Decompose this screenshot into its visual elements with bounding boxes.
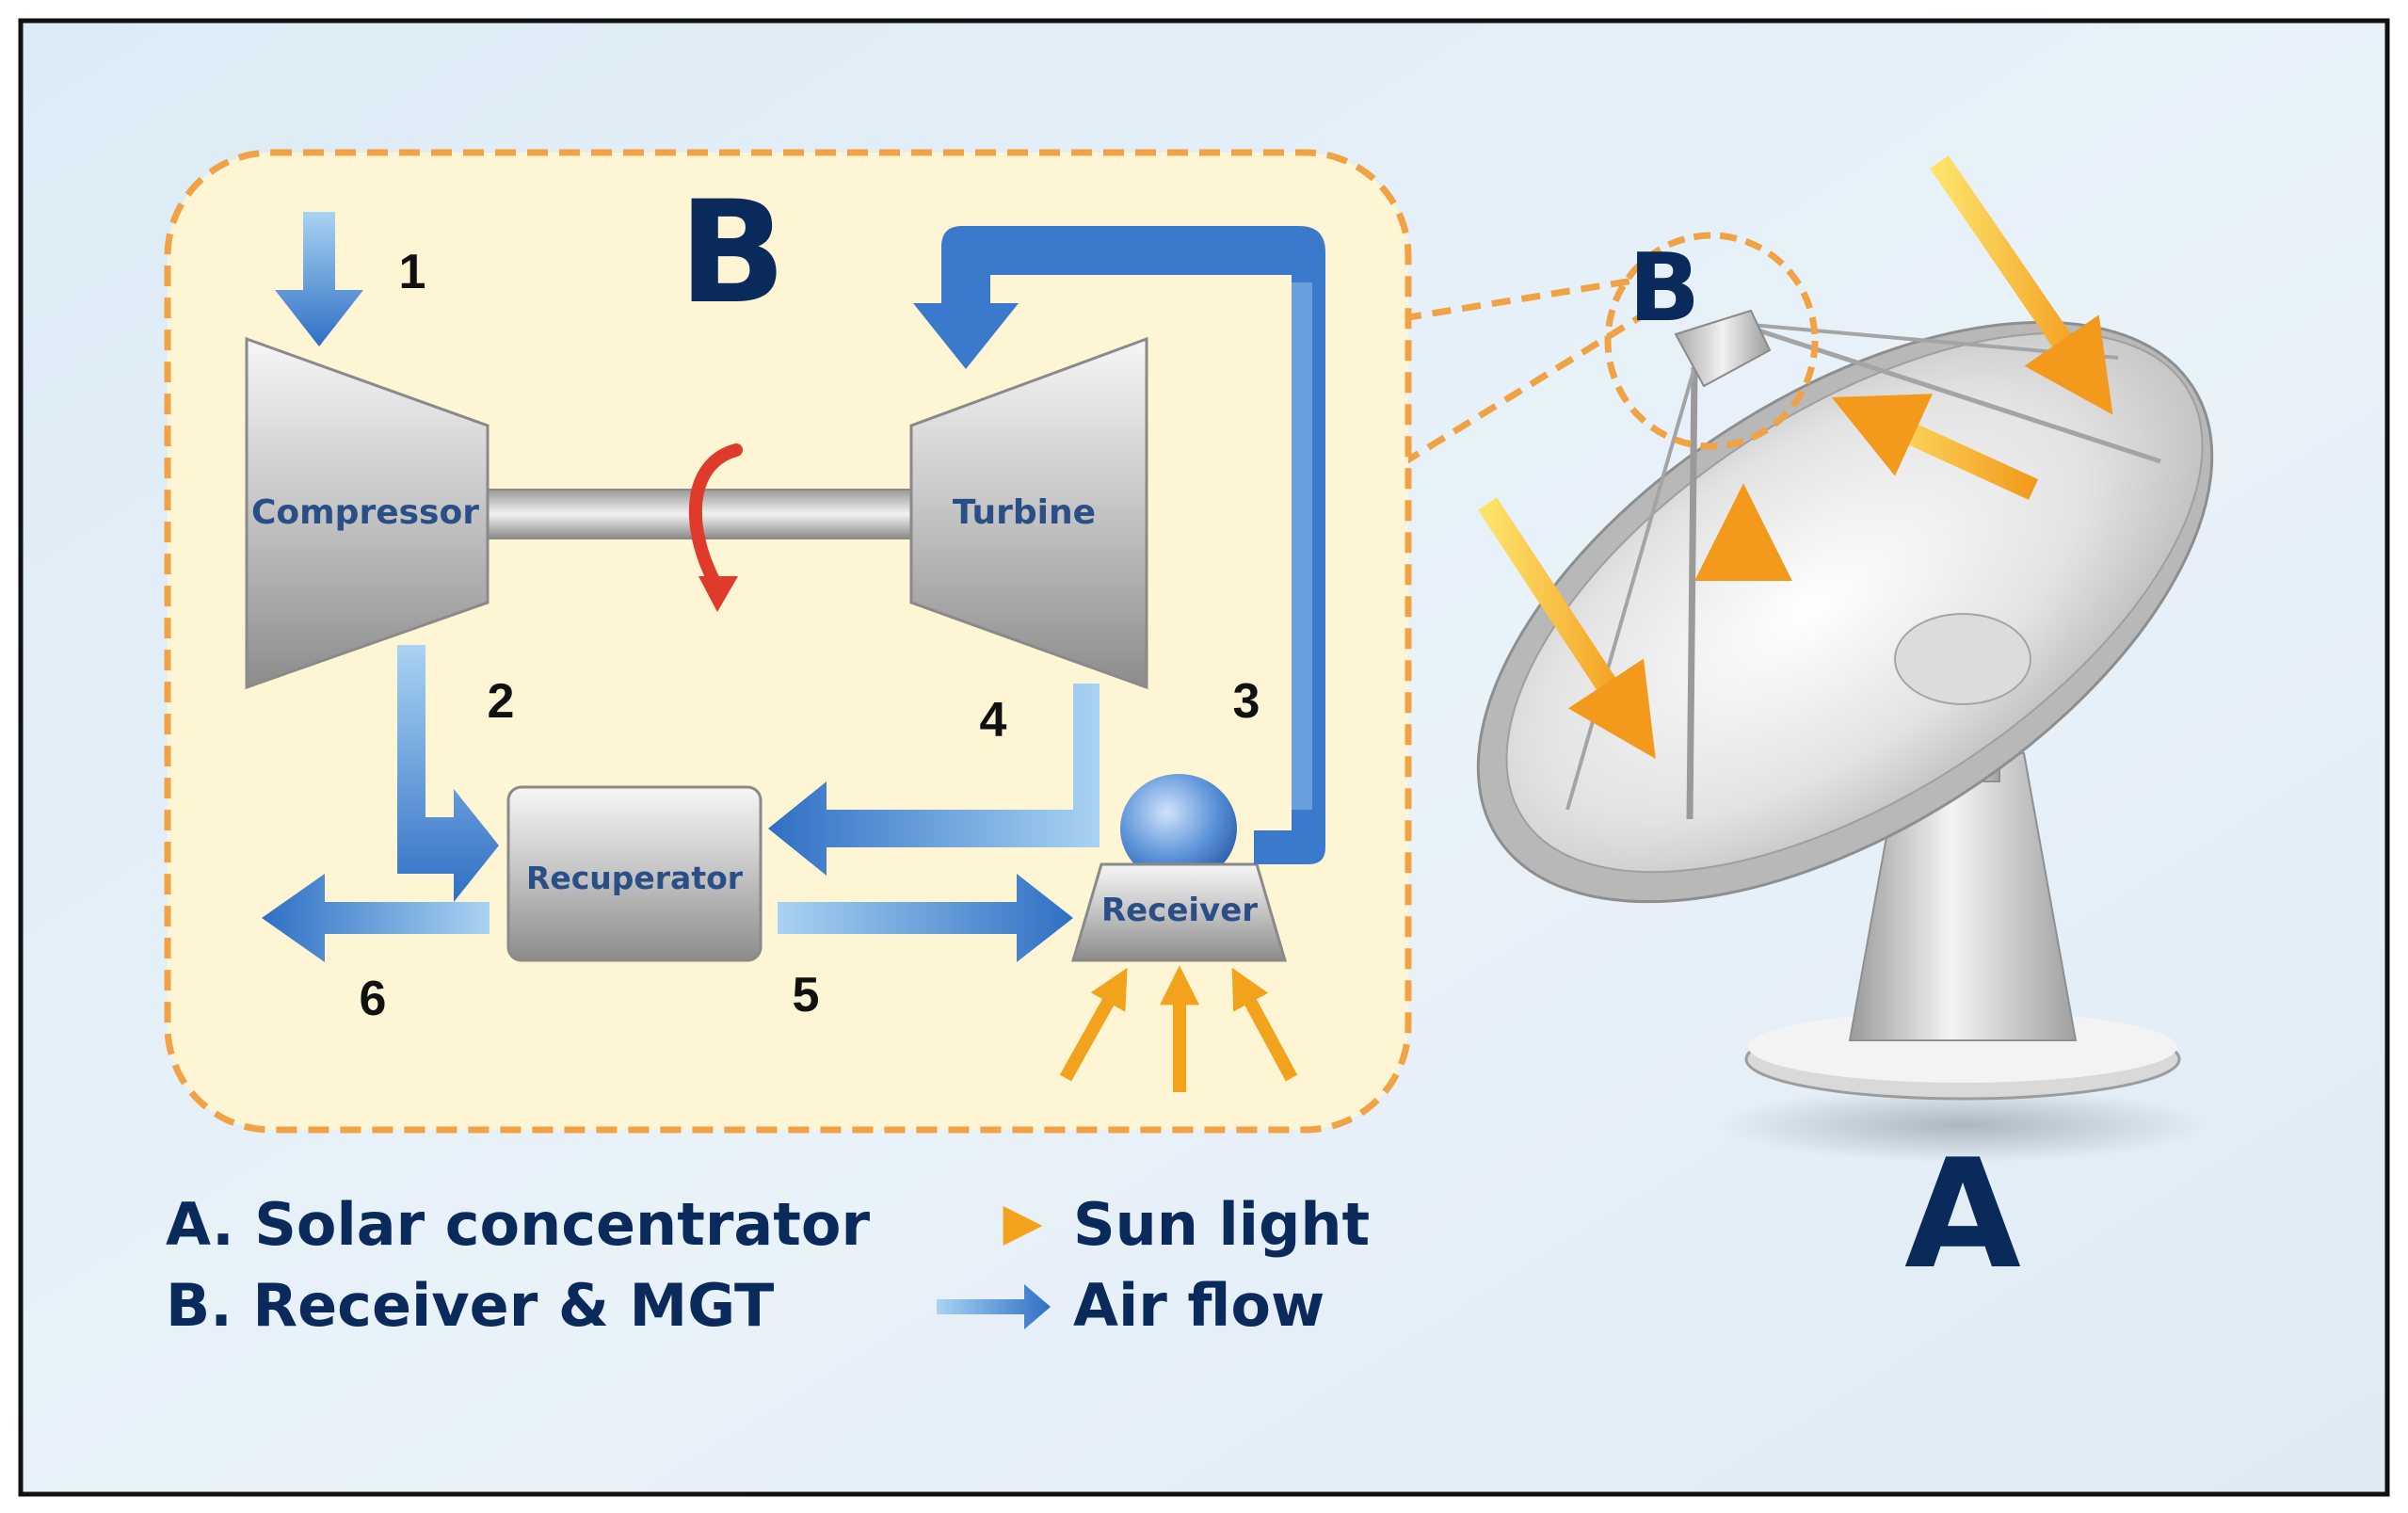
legend-b-text: B. Receiver & MGT xyxy=(166,1271,774,1340)
air-arrow-6 xyxy=(262,874,490,962)
dish-b-circle xyxy=(1604,232,1819,450)
rotation-arrow xyxy=(688,443,743,590)
state-2-label: 2 xyxy=(488,674,515,729)
air-arrow-1 xyxy=(275,212,363,346)
callout-line-bottom xyxy=(1401,313,1645,466)
legend-a-text: A. Solar concentrator xyxy=(166,1190,870,1259)
region-b-label: B xyxy=(679,171,786,335)
state-4-label: 4 xyxy=(980,693,1007,748)
dish-bowl xyxy=(1505,331,2204,874)
air-arrow-3-highlight xyxy=(1292,282,1312,810)
receiver-sun-arrow-3 xyxy=(1231,967,1298,1082)
dish-sun-arrow-2 xyxy=(1831,394,2038,500)
receiver-body xyxy=(1070,862,1288,962)
recuperator-body xyxy=(506,785,763,962)
air-arrow-2 xyxy=(397,645,499,902)
state-5-label: 5 xyxy=(793,968,820,1022)
dish-hub xyxy=(1894,613,2031,705)
compressor-label: Compressor xyxy=(251,493,479,532)
receiver-sun-arrow-1 xyxy=(1059,967,1128,1082)
dish-receiver-head xyxy=(1674,309,1772,388)
recuperator-label: Recuperator xyxy=(526,860,744,896)
dish-strut-1 xyxy=(1686,366,1698,820)
dish-b-label: B xyxy=(1629,233,1700,343)
dish-strut-3 xyxy=(1755,327,2161,464)
dish-sun-arrow-1 xyxy=(1930,155,2113,415)
dish-base-shadow xyxy=(1718,1087,2207,1163)
legend-air-text: Air flow xyxy=(1073,1271,1324,1340)
rotation-arrowhead xyxy=(698,576,738,612)
state-6-label: 6 xyxy=(360,972,387,1026)
receiver-label: Receiver xyxy=(1101,892,1258,929)
solar-dish xyxy=(1476,155,2214,1163)
state-3-label: 3 xyxy=(1233,674,1260,729)
legend-air-arrow xyxy=(937,1284,1051,1329)
air-arrow-3 xyxy=(913,226,1325,864)
dish-sun-arrow-3 xyxy=(1477,497,1656,760)
legend-sun-text: Sun light xyxy=(1073,1190,1370,1259)
state-1-label: 1 xyxy=(399,245,426,299)
dish-a-label: A xyxy=(1904,1126,2021,1302)
receiver-dome xyxy=(1120,774,1237,883)
callout-line-top xyxy=(1402,277,1634,322)
turbine-label: Turbine xyxy=(953,493,1096,532)
air-arrow-4 xyxy=(768,684,1100,876)
turbine-body xyxy=(909,336,1148,690)
air-arrow-5 xyxy=(778,874,1073,962)
compressor-body xyxy=(245,336,490,690)
